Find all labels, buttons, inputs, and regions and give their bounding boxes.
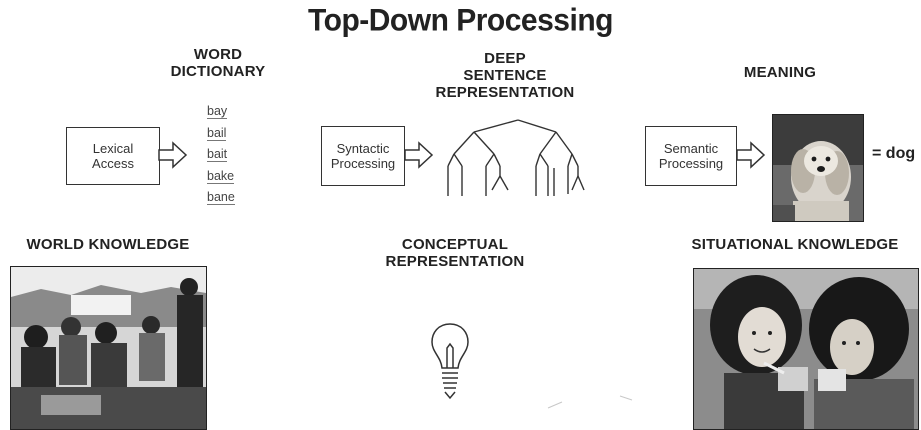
- lexical-access-box: Lexical Access: [66, 127, 160, 185]
- dictionary-word-list: bay bail bait bake bane: [207, 104, 267, 212]
- list-item: bay: [207, 104, 228, 119]
- light-bulb-icon: [431, 323, 469, 400]
- syntactic-processing-box: Syntactic Processing: [321, 126, 405, 186]
- arrow-icon: [158, 141, 188, 169]
- word-dictionary-heading: WORD DICTIONARY: [170, 46, 266, 80]
- semantic-processing-box: Semantic Processing: [645, 126, 737, 186]
- syntax-tree-icon: [447, 119, 585, 196]
- world-knowledge-photo: [10, 266, 207, 430]
- situational-knowledge-photo: [693, 268, 919, 430]
- world-knowledge-heading: WORLD KNOWLEDGE: [26, 236, 190, 253]
- list-item: bake: [207, 168, 235, 184]
- deep-sentence-heading: DEEP SENTENCE REPRESENTATION: [435, 50, 575, 101]
- arrow-icon: [736, 141, 766, 169]
- meaning-heading: MEANING: [743, 64, 817, 81]
- list-item: bail: [207, 125, 227, 141]
- list-item: bane: [207, 190, 235, 205]
- faint-mark: [547, 395, 633, 409]
- situational-heading: SITUATIONAL KNOWLEDGE: [691, 236, 899, 253]
- arrow-icon: [404, 141, 434, 169]
- crowd-image: [11, 267, 206, 429]
- dog-photo: [772, 114, 864, 222]
- people-eating-image: [694, 269, 918, 429]
- dog-image: [773, 115, 863, 221]
- list-item: bait: [207, 147, 228, 162]
- conceptual-heading: CONCEPTUAL REPRESENTATION: [385, 236, 525, 270]
- page-title: Top-Down Processing: [308, 3, 613, 38]
- meaning-result: = dog: [872, 145, 916, 162]
